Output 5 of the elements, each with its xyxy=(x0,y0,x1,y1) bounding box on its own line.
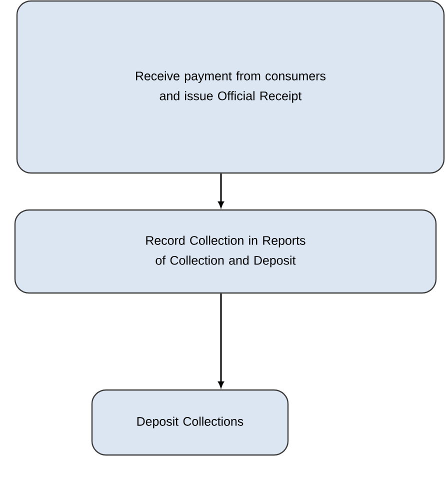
process-box: Record Collection in Reports of Collection and Deposit xyxy=(14,209,437,294)
arrow xyxy=(218,174,224,208)
process-box: Deposit Collections xyxy=(91,389,289,456)
process-box: Receive payment from consumers and issue Official Receipt xyxy=(16,0,445,174)
arrow xyxy=(218,294,224,388)
